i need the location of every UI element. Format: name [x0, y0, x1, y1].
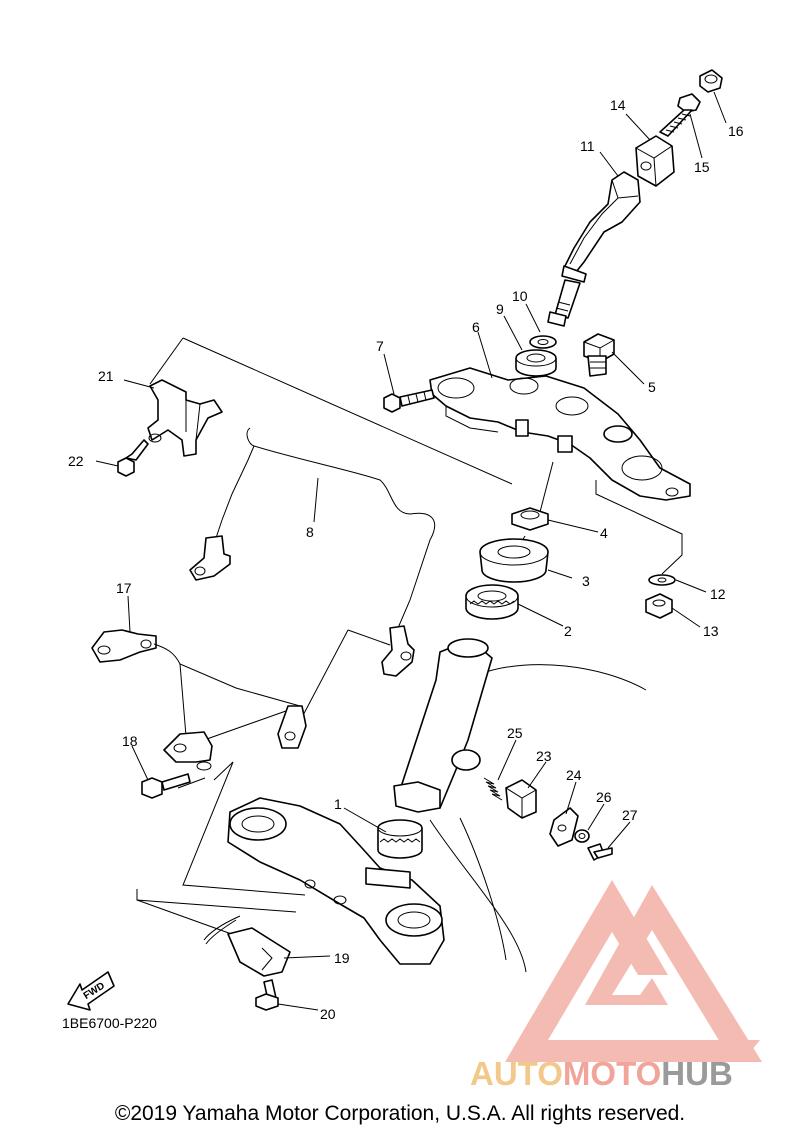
part-26-washer [574, 829, 590, 843]
callout-18: 18 [122, 733, 138, 749]
part-2-bearing [465, 584, 519, 620]
part-11-handlebar-stem [547, 171, 641, 327]
part-10-washer [529, 335, 557, 349]
part-21-bracket [147, 379, 223, 457]
part-25-spring [483, 777, 503, 801]
fwd-arrow-icon: FWD [67, 971, 115, 1011]
callout-26: 26 [596, 789, 612, 805]
part-27-pin [587, 843, 613, 861]
callout-6: 6 [472, 319, 480, 335]
callout-23: 23 [536, 748, 552, 764]
callout-19: 19 [334, 950, 350, 966]
part-24-stopper-plate [549, 807, 579, 847]
part-1-steering-stem [227, 638, 647, 973]
callout-5: 5 [648, 379, 656, 395]
callout-24: 24 [566, 767, 582, 783]
callout-12: 12 [710, 586, 726, 602]
callout-8: 8 [306, 524, 314, 540]
copyright-notice: ©2019 Yamaha Motor Corporation, U.S.A. A… [114, 1102, 686, 1125]
callout-20: 20 [320, 1006, 336, 1022]
callout-16: 16 [728, 123, 744, 139]
part-17-stay [91, 629, 307, 771]
callout-3: 3 [582, 573, 590, 589]
part-6-upper-bracket [429, 367, 691, 501]
watermark-part-auto: AUTO [470, 1055, 563, 1092]
part-19-clip [203, 915, 291, 977]
watermark-text: AUTOMOTOHUB [470, 1055, 733, 1093]
part-23-lock-lever [505, 779, 537, 819]
callout-17: 17 [116, 580, 132, 596]
part-7-bolt [383, 389, 435, 413]
callout-11: 11 [580, 138, 595, 154]
watermark-part-hub: HUB [661, 1055, 733, 1092]
callout-15: 15 [694, 159, 710, 175]
part-18-bolt [141, 773, 191, 799]
watermark-logo [505, 880, 762, 1062]
callout-14: 14 [610, 97, 626, 113]
part-13-nut [645, 593, 673, 619]
callout-22: 22 [68, 453, 84, 469]
part-8-wire [189, 427, 435, 677]
diagram-code: 1BE6700-P220 [62, 1015, 157, 1031]
part-12-washer [648, 574, 676, 586]
callout-2: 2 [564, 623, 572, 639]
part-9-collar [515, 349, 557, 377]
callout-21: 21 [98, 368, 114, 384]
part-22-screw [117, 439, 149, 477]
watermark-part-moto: MOTO [562, 1055, 662, 1092]
part-4-ring-nut [511, 507, 549, 531]
part-20-bolt [255, 979, 279, 1011]
part-16-cap-nut [699, 69, 723, 93]
part-3-bearing-race [479, 538, 549, 583]
part-14-holder [635, 135, 675, 187]
callout-labels: 1 2 3 4 5 6 7 8 9 10 11 12 13 14 15 16 1… [68, 97, 744, 1022]
callout-9: 9 [496, 301, 504, 317]
callout-7: 7 [376, 338, 384, 354]
callout-10: 10 [512, 288, 528, 304]
callout-25: 25 [507, 725, 523, 741]
part-15-bolt [659, 93, 701, 137]
callout-13: 13 [703, 623, 719, 639]
callout-1: 1 [334, 796, 342, 812]
callout-4: 4 [600, 525, 608, 541]
leader-lines [95, 91, 727, 1011]
callout-27: 27 [622, 807, 638, 823]
part-5-bolt [583, 333, 615, 377]
